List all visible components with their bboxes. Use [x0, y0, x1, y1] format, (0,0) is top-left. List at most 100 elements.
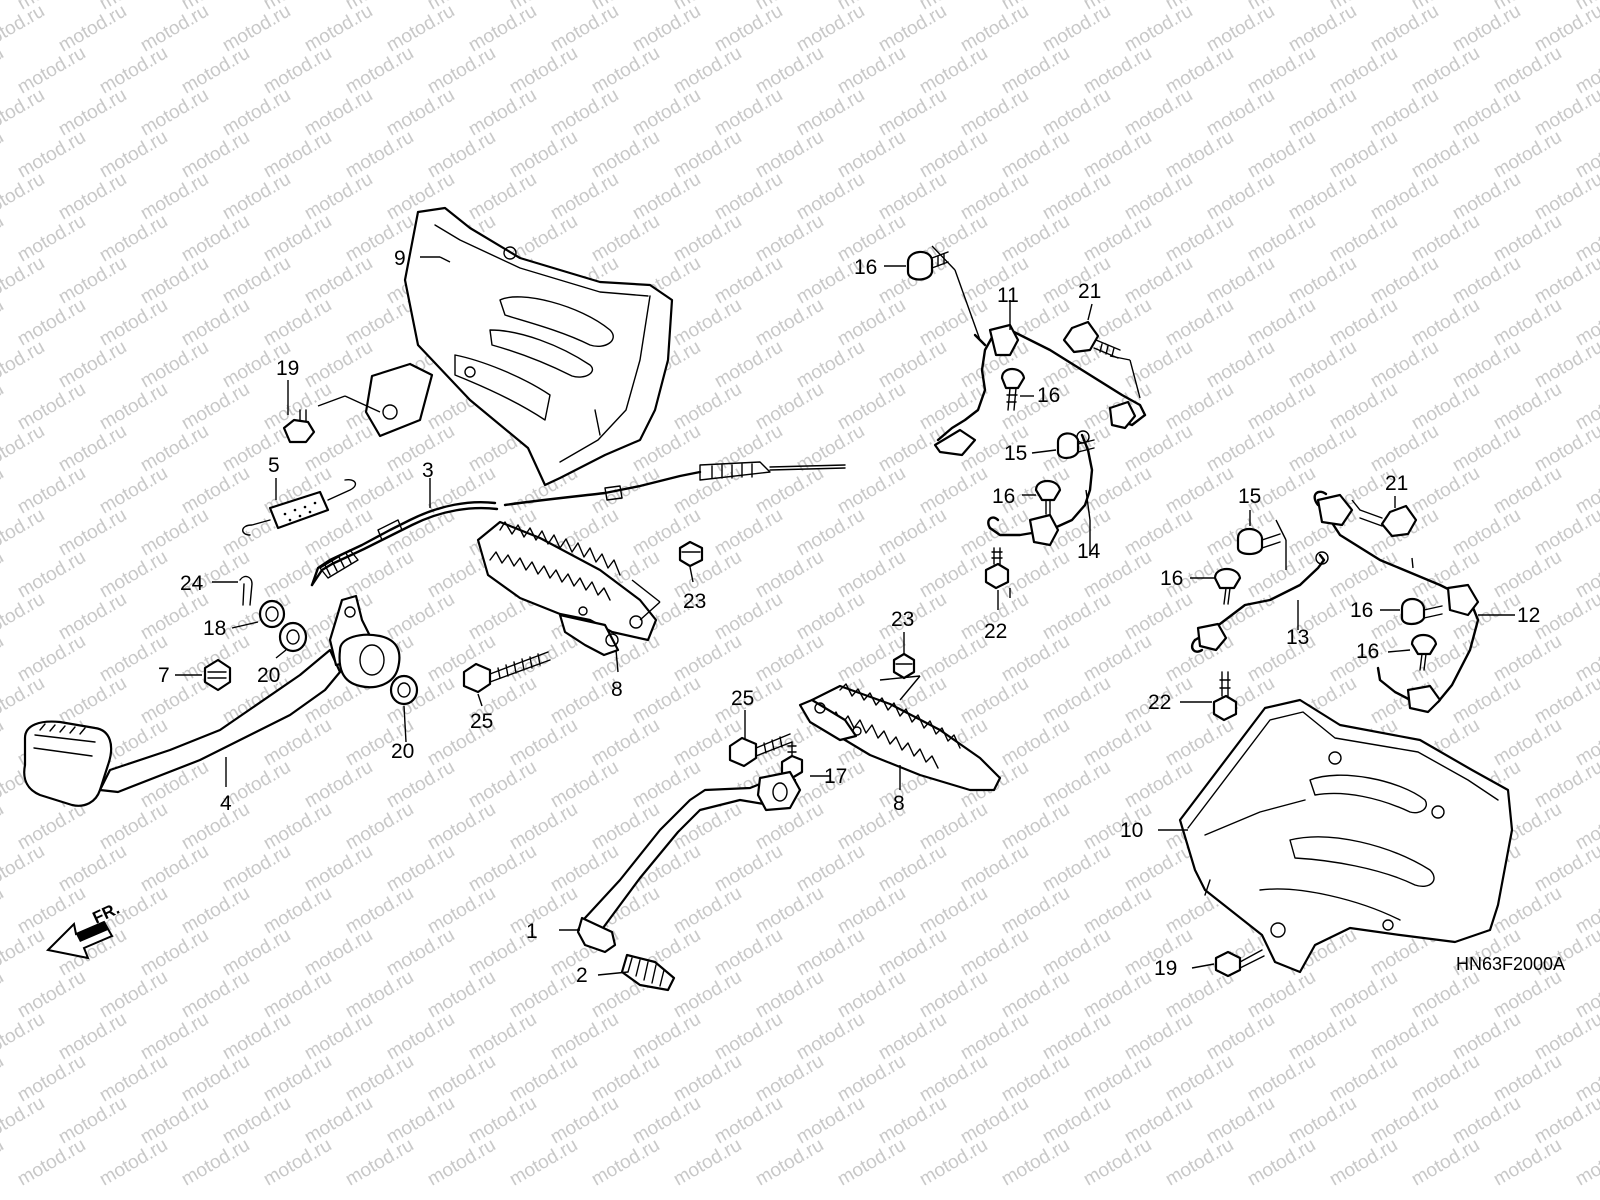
watermark-text: motod.ru	[1531, 169, 1600, 225]
watermark-text: motod.ru	[957, 1, 1032, 57]
watermark-text: motod.ru	[998, 211, 1073, 267]
watermark-text: motod.ru	[55, 1009, 130, 1065]
watermark-text: motod.ru	[547, 169, 622, 225]
watermark-text: motod.ru	[219, 1009, 294, 1065]
footrest-guard-left	[364, 206, 674, 487]
watermark-text: motod.ru	[1367, 1093, 1442, 1149]
watermark-text: motod.ru	[14, 631, 89, 687]
watermark-text: motod.ru	[96, 967, 171, 1023]
watermark-text: motod.ru	[1203, 337, 1278, 393]
watermark-text: motod.ru	[1121, 169, 1196, 225]
watermark-text: motod.ru	[957, 169, 1032, 225]
watermark-text: motod.ru	[1285, 85, 1360, 141]
watermark-text: motod.ru	[219, 1093, 294, 1149]
watermark-text: motod.ru	[1449, 169, 1524, 225]
watermark-text: motod.ru	[1490, 967, 1565, 1023]
watermark-text: motod.ru	[1531, 1, 1600, 57]
watermark-text: motod.ru	[793, 1009, 868, 1065]
watermark-text: motod.ru	[957, 1009, 1032, 1065]
watermark-text: motod.ru	[670, 631, 745, 687]
watermark-text: motod.ru	[670, 967, 745, 1023]
watermark-text: motod.ru	[178, 1051, 253, 1107]
watermark-text: motod.ru	[14, 547, 89, 603]
watermark-text: motod.ru	[506, 1051, 581, 1107]
watermark-text: motod.ru	[1449, 337, 1524, 393]
watermark-text: motod.ru	[301, 337, 376, 393]
watermark-text: motod.ru	[0, 253, 48, 309]
watermark-text: motod.ru	[219, 925, 294, 981]
watermark-text: motod.ru	[506, 631, 581, 687]
watermark-text: motod.ru	[1449, 253, 1524, 309]
watermark-text: motod.ru	[998, 883, 1073, 939]
watermark-text: motod.ru	[588, 43, 663, 99]
watermark-text: motod.ru	[137, 421, 212, 477]
watermark-text: motod.ru	[670, 379, 745, 435]
watermark-text: motod.ru	[1449, 1009, 1524, 1065]
watermark-text: motod.ru	[55, 169, 130, 225]
watermark-text: motod.ru	[1367, 421, 1442, 477]
watermark-text: motod.ru	[506, 1135, 581, 1191]
watermark-text: motod.ru	[957, 841, 1032, 897]
watermark-text: motod.ru	[424, 967, 499, 1023]
callout-16-c: 16	[992, 485, 1015, 508]
watermark-text: motod.ru	[1285, 1093, 1360, 1149]
watermark-text: motod.ru	[957, 925, 1032, 981]
watermark-text: motod.ru	[1449, 1, 1524, 57]
watermark-text: motod.ru	[260, 883, 335, 939]
callout-10: 10	[1120, 819, 1143, 842]
watermark-text: motod.ru	[1244, 1051, 1319, 1107]
watermark-text: motod.ru	[0, 631, 7, 687]
watermark-text: motod.ru	[137, 589, 212, 645]
callout-25-lower: 25	[731, 687, 754, 710]
watermark-text: motod.ru	[424, 1135, 499, 1191]
watermark-text: motod.ru	[752, 1051, 827, 1107]
watermark-text: motod.ru	[383, 1009, 458, 1065]
watermark-text: motod.ru	[1121, 253, 1196, 309]
watermark-text: motod.ru	[383, 1, 458, 57]
watermark-text: motod.ru	[752, 295, 827, 351]
watermark-text: motod.ru	[711, 1, 786, 57]
watermark-text: motod.ru	[383, 757, 458, 813]
watermark-text: motod.ru	[1121, 589, 1196, 645]
watermark-text: motod.ru	[916, 1051, 991, 1107]
watermark-text: motod.ru	[588, 1135, 663, 1191]
watermark-text: motod.ru	[916, 967, 991, 1023]
watermark-text: motod.ru	[1203, 1009, 1278, 1065]
watermark-text: motod.ru	[1408, 1051, 1483, 1107]
watermark-text: motod.ru	[260, 547, 335, 603]
callout-16-d: 16	[1160, 567, 1183, 590]
callout-8-lower: 8	[893, 792, 905, 815]
watermark-text: motod.ru	[998, 127, 1073, 183]
watermark-text: motod.ru	[793, 169, 868, 225]
watermark-text: motod.ru	[465, 841, 540, 897]
watermark-text: motod.ru	[1408, 463, 1483, 519]
watermark-text: motod.ru	[55, 253, 130, 309]
watermark-text: motod.ru	[55, 337, 130, 393]
watermark-text: motod.ru	[260, 967, 335, 1023]
watermark-text: motod.ru	[219, 841, 294, 897]
watermark-text: motod.ru	[998, 1051, 1073, 1107]
watermark-text: motod.ru	[137, 1, 212, 57]
watermark-text: motod.ru	[547, 1009, 622, 1065]
watermark-text: motod.ru	[1531, 85, 1600, 141]
watermark-text: motod.ru	[1531, 757, 1600, 813]
watermark-text: motod.ru	[1367, 1, 1442, 57]
watermark-text: motod.ru	[383, 841, 458, 897]
callout-21-left: 21	[1078, 280, 1101, 303]
watermark-text: motod.ru	[96, 295, 171, 351]
watermark-text: motod.ru	[834, 295, 909, 351]
watermark-text: motod.ru	[0, 1, 48, 57]
watermark-text: motod.ru	[0, 211, 7, 267]
callout-24: 24	[180, 572, 204, 595]
watermark-text: motod.ru	[1531, 505, 1600, 561]
watermark-text: motod.ru	[916, 463, 991, 519]
watermark-text: motod.ru	[424, 799, 499, 855]
watermark-text: motod.ru	[1203, 1, 1278, 57]
return-spring	[242, 478, 357, 536]
watermark-text: motod.ru	[260, 43, 335, 99]
watermark-text: motod.ru	[629, 85, 704, 141]
watermark-text: motod.ru	[342, 967, 417, 1023]
watermark-text: motod.ru	[793, 1093, 868, 1149]
watermark-text: motod.ru	[1203, 85, 1278, 141]
watermark-text: motod.ru	[178, 799, 253, 855]
